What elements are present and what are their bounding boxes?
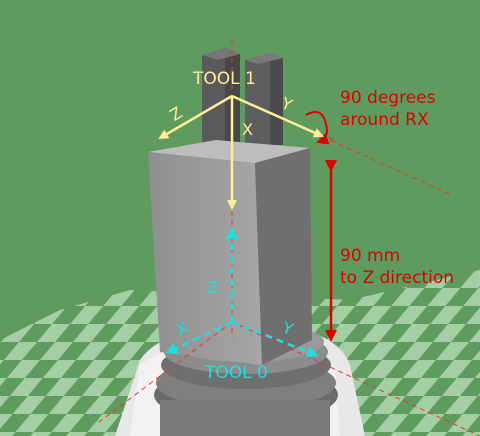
tool1-label: TOOL 1 — [192, 69, 256, 89]
tool0-axis-z-label: Z — [207, 278, 218, 297]
tool1-axis-x-label: X — [242, 120, 253, 139]
offset-annotation-line1: 90 mm — [340, 246, 400, 266]
tool0-label: TOOL 0 — [204, 363, 268, 383]
rotation-annotation-line2: around RX — [340, 110, 429, 130]
tool0-axes — [165, 227, 319, 358]
rotation-arc-icon — [305, 111, 330, 145]
tool1-axes — [158, 94, 324, 210]
gripper-fingers — [202, 48, 283, 155]
rotation-annotation-line1: 90 degrees — [340, 88, 436, 108]
offset-annotation-line2: to Z direction — [340, 268, 454, 288]
